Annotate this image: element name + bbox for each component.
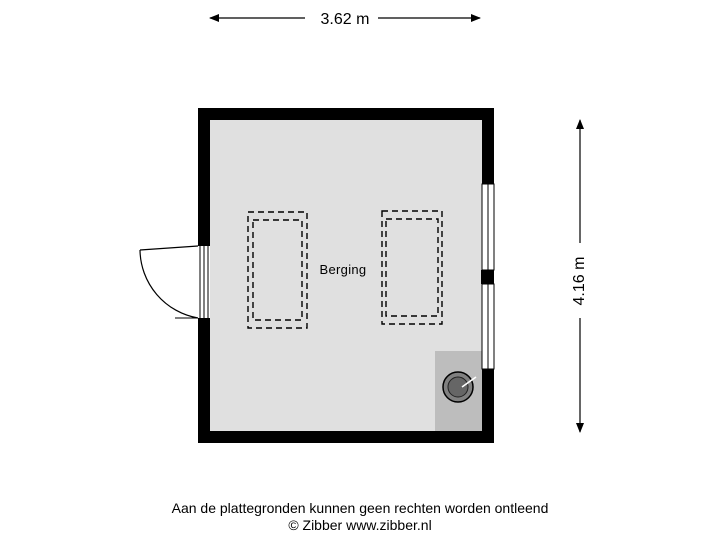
wall-right-middle	[481, 270, 494, 284]
height-dimension-label: 4.16 m	[571, 257, 588, 306]
height-dimension: 4.16 m	[571, 119, 588, 433]
width-dimension-label: 3.62 m	[321, 11, 370, 28]
door	[139, 245, 210, 319]
footer-copyright: © Zibber www.zibber.nl	[288, 517, 432, 533]
storage-outline-right	[381, 210, 443, 325]
wall-top	[198, 108, 494, 120]
wall-right-upper	[482, 108, 494, 184]
door-swing-arc	[139, 249, 199, 319]
storage-outline-left	[247, 211, 308, 329]
wall-bottom	[198, 431, 494, 443]
width-dimension: 3.62 m	[209, 11, 481, 28]
wall-right-lower	[482, 369, 494, 443]
door-leaf	[139, 245, 199, 251]
boiler-icon	[442, 371, 477, 403]
window-upper	[481, 183, 495, 271]
wall-left-upper	[198, 108, 210, 246]
room-label: Berging	[320, 262, 367, 277]
wall-left-lower	[198, 318, 210, 443]
walls	[198, 108, 494, 443]
window-lower	[481, 283, 495, 370]
footer-disclaimer: Aan de plattegronden kunnen geen rechten…	[171, 500, 549, 516]
